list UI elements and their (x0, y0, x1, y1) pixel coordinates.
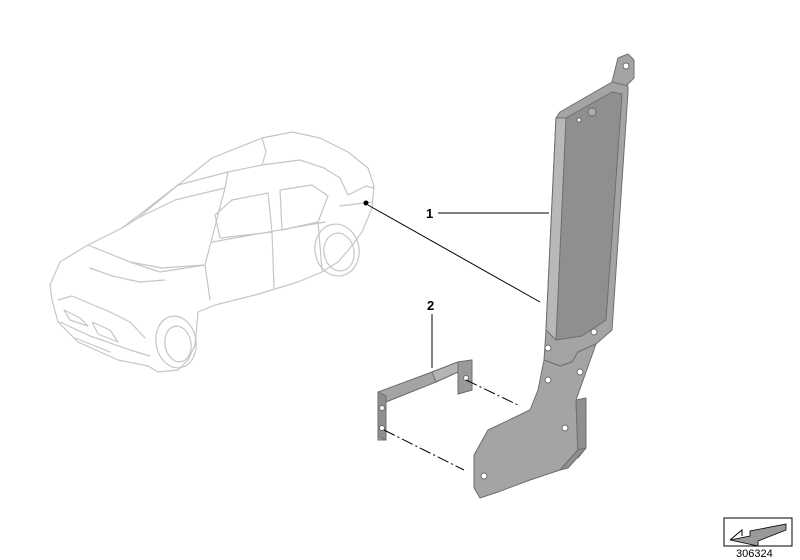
callout-2: 2 (427, 298, 434, 368)
bracket-part-1 (473, 53, 635, 499)
bracket-part-2 (377, 359, 473, 441)
car-outline-icon (49, 131, 375, 373)
callout-label-2: 2 (427, 298, 434, 313)
location-leader-line (367, 204, 541, 303)
callout-label-1: 1 (426, 206, 433, 221)
assembly-lines (383, 379, 521, 471)
callout-1: 1 (426, 206, 549, 221)
fold-arrow-icon (723, 517, 793, 547)
location-dot (363, 200, 369, 206)
document-number: 306324 (736, 548, 773, 560)
